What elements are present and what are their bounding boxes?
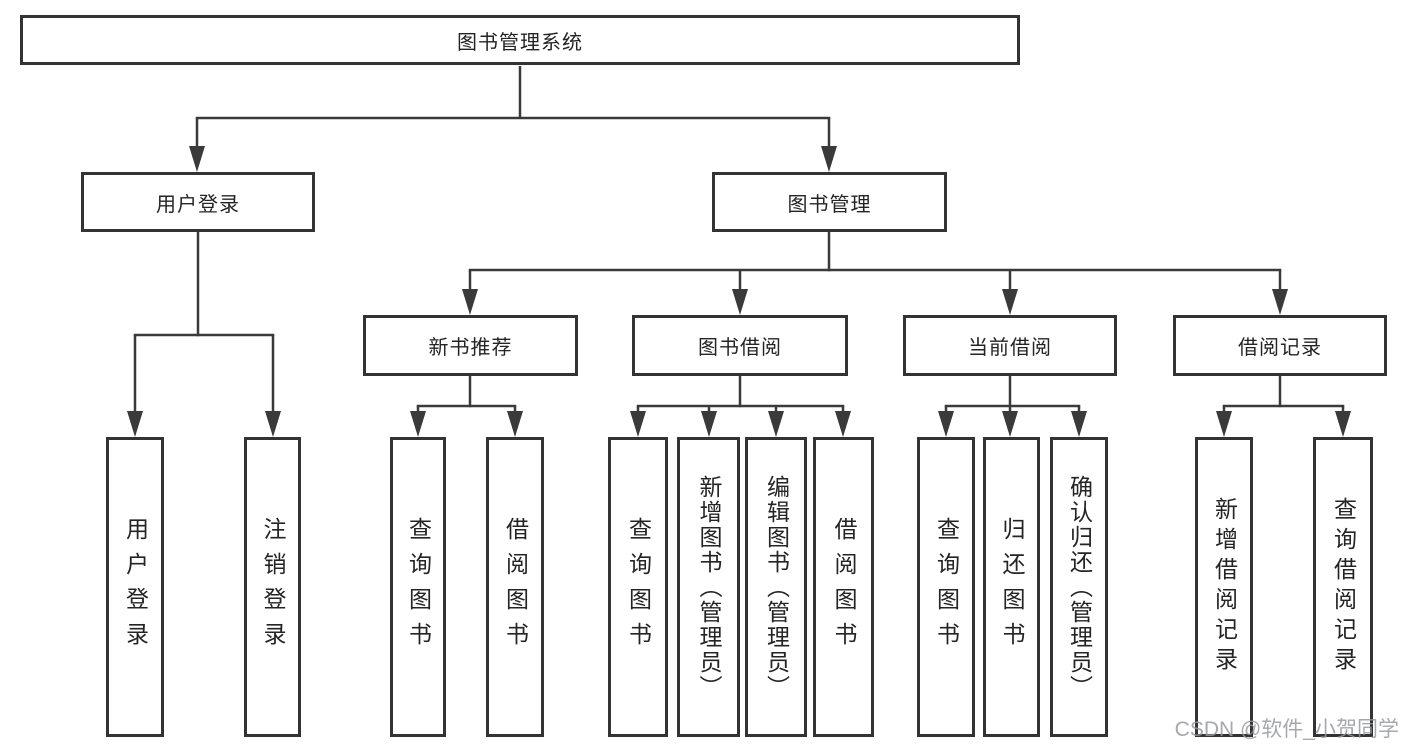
leaf-query-books-borrowing: 查询图书	[608, 437, 668, 737]
leaf-edit-book-admin: 编辑图书（管理员）	[745, 437, 807, 737]
leaf-add-borrow-record: 新增借阅记录	[1195, 437, 1253, 737]
leaf-add-book-admin: 新增图书（管理员）	[677, 437, 740, 737]
node-new-book-recommendation: 新书推荐	[363, 315, 578, 376]
node-book-management: 图书管理	[712, 172, 947, 232]
node-library-system: 图书管理系统	[20, 15, 1020, 65]
leaf-borrow-books-recommend: 借阅图书	[486, 437, 544, 737]
node-current-borrowing: 当前借阅	[903, 315, 1117, 376]
leaf-user-login: 用户登录	[106, 437, 164, 737]
leaf-query-books-current: 查询图书	[917, 437, 975, 737]
leaf-query-borrow-record: 查询借阅记录	[1313, 437, 1373, 737]
leaf-confirm-return-admin: 确认归还（管理员）	[1050, 437, 1108, 737]
node-user-login: 用户登录	[81, 172, 315, 232]
leaf-return-books: 归还图书	[983, 437, 1040, 737]
leaf-logout-login: 注销登录	[244, 437, 301, 737]
leaf-query-books-recommend: 查询图书	[390, 437, 446, 737]
node-book-borrowing: 图书借阅	[632, 315, 848, 376]
leaf-borrow-books-borrowing: 借阅图书	[813, 437, 874, 737]
csdn-watermark: CSDN @软件_小贺同学	[1174, 718, 1399, 741]
node-borrowing-records: 借阅记录	[1173, 315, 1387, 376]
